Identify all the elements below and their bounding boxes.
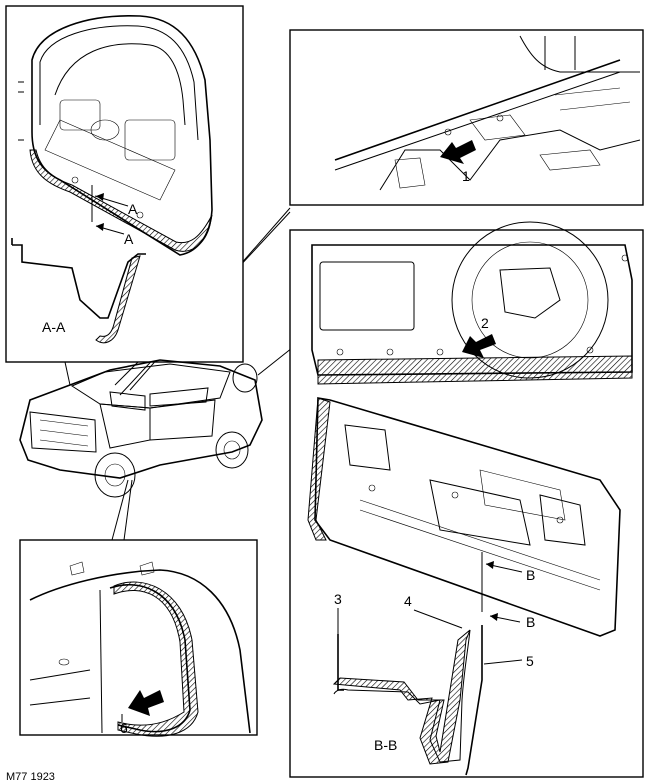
vehicle-front-door: [99, 403, 151, 449]
location-arrow: [128, 690, 164, 716]
callout-1: 1: [462, 168, 470, 184]
vehicle-front-hub: [104, 463, 126, 487]
callout-3: 3: [334, 591, 342, 607]
section-aa-label: A-A: [42, 319, 66, 335]
door-inner-cutout: [539, 494, 586, 546]
sill-fixing: [444, 128, 452, 136]
door-window-frame: [39, 25, 199, 141]
callout-2: 2: [481, 315, 489, 331]
mark-b-lower: B: [526, 614, 535, 630]
door-inner-fixing: [556, 516, 564, 524]
location-arrow: [440, 140, 476, 164]
floor-ribs: [554, 87, 631, 111]
trim-bracket: [499, 267, 561, 319]
figure-code: M77 1923: [6, 771, 55, 782]
callout-5: 5: [526, 653, 534, 669]
vehicle-rear-hub: [223, 440, 241, 460]
section-arrow: [486, 561, 494, 569]
section-bb-seal-hatch: [332, 629, 471, 765]
trim-fixing: [386, 348, 394, 356]
arch-plug: [58, 658, 70, 666]
door-window-opening: [54, 43, 186, 126]
door-seal-hatch: [29, 149, 213, 252]
door-hinges: [18, 81, 24, 141]
floor-bracket: [539, 149, 601, 171]
door-inner-recess: [479, 469, 566, 521]
mark-a-upper: A: [128, 201, 138, 217]
door-inner-seal-hatch: [307, 397, 331, 541]
section-arrow: [96, 193, 104, 201]
mark-a-lower: A: [124, 231, 134, 247]
door-inner-rail: [44, 119, 176, 201]
trim-seal-hatch: [317, 355, 633, 385]
floor-bracket: [394, 157, 426, 189]
mark-b-upper: B: [526, 567, 535, 583]
trim-pocket: [319, 261, 415, 331]
door-inner-fixing: [451, 491, 459, 499]
vehicle-illustration: [19, 359, 263, 498]
vehicle-rear-door: [149, 399, 216, 441]
vehicle-spare-wheel: [232, 363, 258, 393]
leader-4: [413, 609, 463, 629]
door-inner-rails: [359, 499, 601, 591]
door-fixing: [71, 176, 79, 184]
panel-sill-detail: 1: [289, 29, 644, 206]
door-inner-cutout: [344, 424, 391, 471]
floor-outline: [379, 129, 641, 191]
trim-fixing: [621, 254, 629, 262]
door-inner-cutout: [429, 479, 531, 546]
arch-floor: [29, 669, 91, 706]
panel-frame-bb: [289, 229, 644, 778]
leader-5: [483, 659, 523, 665]
arch-pillar: [99, 589, 103, 734]
door-inner-hole: [90, 119, 120, 141]
panel-door-section-bb: 2 B B 3 4 5 B-B: [289, 221, 644, 778]
callout-4: 4: [404, 593, 412, 609]
location-arrow: [462, 334, 496, 358]
vehicle-grille: [39, 419, 89, 447]
floor-bracket: [469, 114, 526, 141]
callout-6: 6: [120, 720, 128, 736]
section-bb-label: B-B: [374, 737, 397, 753]
door-inner-recess: [124, 119, 176, 161]
trim-fixing: [586, 346, 594, 354]
vehicle-front-wheel: [94, 452, 136, 498]
sill-pillar: [519, 35, 640, 73]
arch-clip: [69, 561, 85, 576]
arch-body-line: [29, 569, 251, 734]
trim-fixing: [436, 348, 444, 356]
sill-fixing: [496, 114, 504, 122]
vehicle-rear-wheel: [215, 431, 249, 469]
trim-fixing: [336, 348, 344, 356]
door-inner-fixing: [368, 484, 376, 492]
vehicle-body: [19, 359, 263, 479]
section-bb-door-skin: [465, 625, 483, 776]
sill-edge: [334, 59, 621, 161]
panel-wheel-arch: 6: [19, 539, 258, 737]
door-inner-panel: [59, 99, 101, 131]
door-inner-outline: [314, 397, 621, 637]
vehicle-rear-window: [149, 387, 209, 407]
arch-clip: [139, 561, 155, 576]
vehicle-front: [29, 411, 97, 453]
section-aa-seal: [95, 255, 141, 344]
sill-edge-lower: [334, 71, 621, 171]
panel-door-section-aa: A A A-A: [5, 5, 244, 363]
door-fixing: [136, 211, 144, 219]
section-arrow: [490, 613, 498, 621]
sill-pillar-detail: [544, 36, 576, 70]
arch-seal-hatch: [113, 581, 199, 737]
section-arrow: [96, 223, 104, 231]
vehicle-front-window: [109, 391, 146, 411]
